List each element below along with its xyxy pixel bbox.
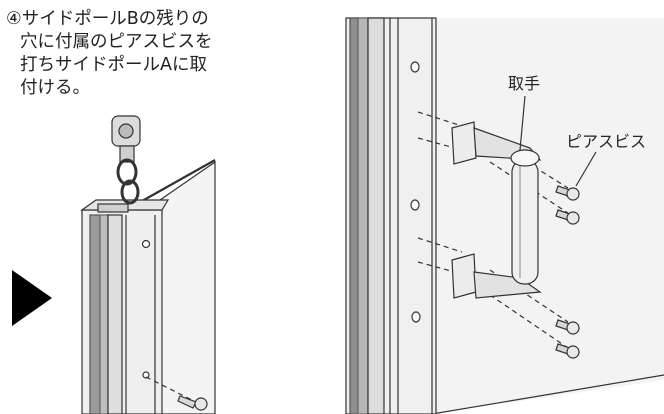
screw-4 (555, 343, 580, 359)
right-arrow-icon (12, 270, 52, 326)
label-screw: ピアスビス (566, 132, 647, 151)
screw-3 (555, 319, 580, 335)
left-pole-drawing (80, 115, 216, 414)
instruction-line-1: ④サイドポールBの残りの (6, 9, 209, 29)
pole-a-hole-2 (410, 199, 420, 211)
screw-hole-upper (141, 239, 151, 249)
handle-bracket-upper-plate (451, 121, 477, 165)
screw-2 (555, 209, 580, 225)
leader-screw (575, 151, 597, 187)
handle-grip (511, 159, 539, 285)
guide-screw-4 (489, 294, 569, 349)
handle-bracket-lower-arm (473, 271, 542, 299)
handle-bracket-lower-plate (451, 253, 477, 299)
pole-a-groove-mid (357, 17, 369, 414)
leader-handle (519, 95, 526, 151)
pole-a-hole-1 (410, 61, 420, 73)
door-panel (432, 18, 664, 414)
screw-1 (555, 185, 580, 201)
pole-top-bracket (97, 203, 129, 213)
door-bottom-edge (431, 374, 664, 414)
guide-upper-1 (417, 111, 463, 127)
screw-shank (177, 395, 197, 409)
instruction-line-2: 穴に付属のピアスビスを (20, 32, 213, 52)
guide-screw-3 (489, 269, 569, 323)
hook-ring-upper (116, 158, 138, 186)
right-detail-drawing (345, 17, 664, 414)
step-instruction: ④サイドポールBの残りの 穴に付属のピアスビスを 打ちサイドポールAに取 付ける… (6, 8, 266, 100)
pole-a-groove-dark (349, 17, 359, 414)
screw-hole-lower (142, 371, 150, 379)
screw-guide-line (145, 376, 197, 403)
handle-grip-top (510, 149, 540, 167)
screw-head (194, 397, 208, 411)
pole-groove-mid (99, 214, 109, 414)
instruction-line-3: 打ちサイドポールAに取 (20, 55, 207, 75)
instruction-line-4: 付ける。 (20, 78, 90, 98)
pole-a-hole-3 (411, 311, 421, 323)
roller-stem (119, 145, 135, 163)
pole-groove-light (107, 214, 123, 414)
label-handle: 取手 (508, 74, 541, 93)
pole-groove-dark (89, 214, 101, 414)
panel-top-edge (134, 159, 216, 206)
pole-a-groove-light (367, 17, 385, 414)
roller-hub (118, 123, 134, 139)
guide-lower-1 (417, 237, 463, 253)
hook-ring-lower (120, 179, 140, 205)
